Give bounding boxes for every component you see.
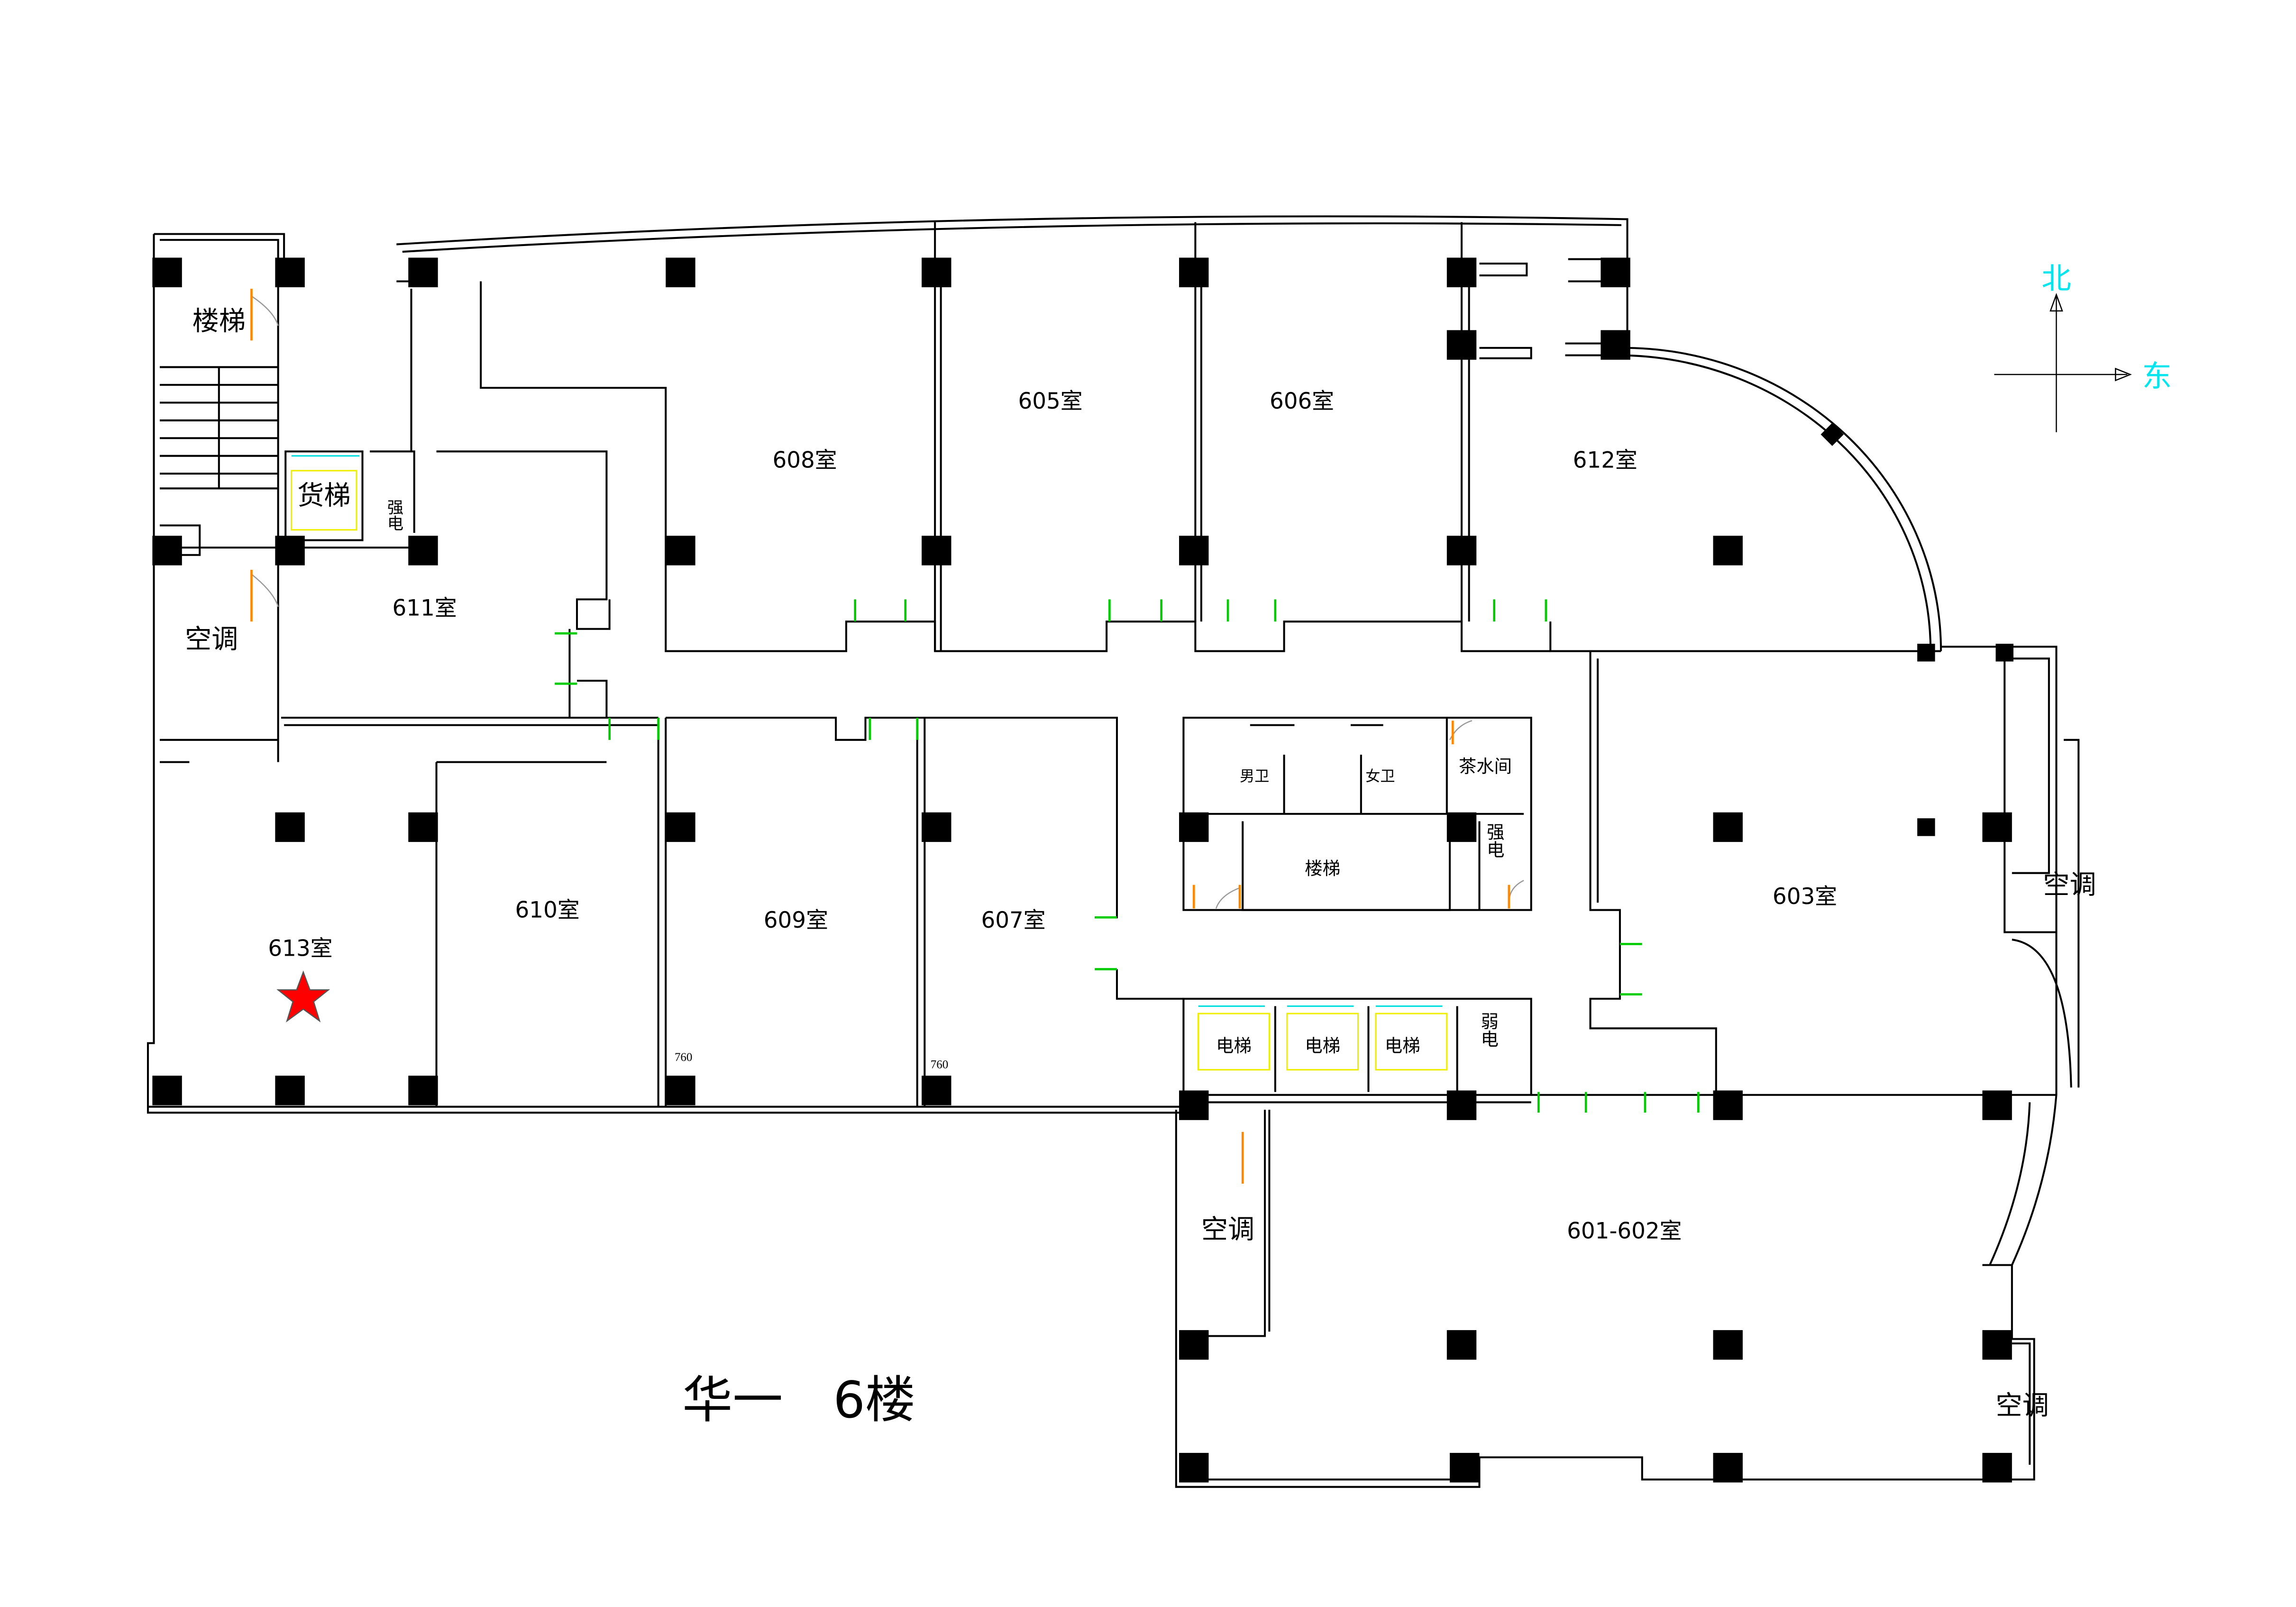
room-610-label: 610室 — [515, 897, 580, 923]
structural-column — [152, 1076, 182, 1105]
structural-column — [1982, 1090, 2012, 1120]
room-labels: 608室 605室 606室 612室 611室 613室 610室 609室 … — [268, 389, 1837, 1244]
structural-column — [666, 257, 695, 287]
structural-column — [922, 257, 951, 287]
facility-labels: 楼梯 货梯 强电 空调 男卫 女卫 茶水间 楼梯 强电 电梯 电梯 电梯 弱电 … — [185, 306, 2096, 1421]
structural-column — [275, 536, 305, 566]
elevator-2-label: 电梯 — [1305, 1035, 1340, 1056]
elevator-1-label: 电梯 — [1216, 1035, 1252, 1056]
stairs-core-label: 楼梯 — [1305, 858, 1340, 879]
structural-column — [275, 1076, 305, 1105]
structural-column — [408, 257, 438, 287]
structural-column — [1982, 812, 2012, 842]
structural-column — [1917, 643, 1935, 662]
structural-column — [1179, 1330, 1209, 1360]
structural-column — [666, 536, 695, 566]
weak-power-label: 弱电 — [1478, 1012, 1499, 1048]
structural-column — [1446, 812, 1477, 842]
structural-column — [1179, 536, 1209, 566]
structural-column — [1179, 1452, 1209, 1483]
floor-title: 华一 6楼 — [682, 1371, 915, 1430]
structural-column — [922, 536, 951, 566]
structural-column — [1713, 1090, 1743, 1120]
structural-column — [1713, 812, 1743, 842]
doors — [250, 289, 1700, 1184]
room-609-label: 609室 — [764, 908, 828, 933]
ac-left-label: 空调 — [185, 624, 238, 655]
structural-column — [666, 1076, 695, 1105]
star-icon — [276, 970, 330, 1023]
structural-column — [1995, 643, 2013, 662]
east-label: 东 — [2142, 359, 2171, 393]
structural-column — [666, 812, 695, 842]
structural-column — [1982, 1452, 2012, 1483]
mens-wc-label: 男卫 — [1240, 768, 1269, 785]
room-607-label: 607室 — [981, 908, 1045, 933]
structural-column — [1446, 1330, 1477, 1360]
room-608-label: 608室 — [772, 448, 837, 474]
structural-column — [408, 536, 438, 566]
structural-column — [1446, 536, 1477, 566]
structural-column — [408, 812, 438, 842]
structural-column — [275, 812, 305, 842]
structural-column — [1917, 818, 1935, 836]
structural-column — [1179, 257, 1209, 287]
columns — [152, 257, 2013, 1483]
structural-column — [1601, 257, 1630, 287]
ac-right-label: 空调 — [2043, 869, 2096, 900]
structural-column — [1450, 1452, 1480, 1483]
power-core-label: 强电 — [1484, 823, 1505, 858]
elevator-3-label: 电梯 — [1385, 1035, 1420, 1056]
structural-column — [1446, 1090, 1477, 1120]
structural-column — [1446, 330, 1477, 360]
structural-column — [1713, 1330, 1743, 1360]
power-left-label: 强电 — [384, 499, 403, 531]
structural-column — [408, 1076, 438, 1105]
structural-column — [1179, 1090, 1209, 1120]
structural-column — [922, 812, 951, 842]
ac-bottom-left-label: 空调 — [1201, 1214, 1254, 1245]
room-613-label: 613室 — [268, 936, 332, 961]
structural-column — [922, 1076, 951, 1105]
structural-column — [1446, 257, 1477, 287]
structural-column — [152, 536, 182, 566]
room-603-label: 603室 — [1773, 884, 1837, 910]
dimension-760: 760 — [931, 1059, 948, 1071]
structural-column — [275, 257, 305, 287]
structural-column — [1713, 536, 1743, 566]
structural-column — [1179, 812, 1209, 842]
dimension-760: 760 — [675, 1051, 692, 1064]
stairs-left-label: 楼梯 — [192, 306, 246, 337]
freight-elevator-label: 货梯 — [297, 481, 350, 511]
walls — [147, 215, 2080, 1488]
ac-bottom-right-label: 空调 — [1996, 1390, 2049, 1421]
room-605-label: 605室 — [1018, 389, 1082, 414]
tea-room-label: 茶水间 — [1459, 756, 1512, 776]
room-612-label: 612室 — [1573, 448, 1637, 474]
structural-column — [1713, 1452, 1743, 1483]
structural-column — [1982, 1330, 2012, 1360]
room-611-label: 611室 — [393, 596, 457, 621]
compass: 北 东 — [1994, 261, 2172, 432]
womens-wc-label: 女卫 — [1365, 768, 1395, 785]
room-606-label: 606室 — [1270, 389, 1334, 414]
room-601-602-label: 601-602室 — [1567, 1218, 1682, 1244]
structural-column — [1601, 330, 1630, 360]
structural-column — [152, 257, 182, 287]
north-label: 北 — [2041, 261, 2071, 296]
